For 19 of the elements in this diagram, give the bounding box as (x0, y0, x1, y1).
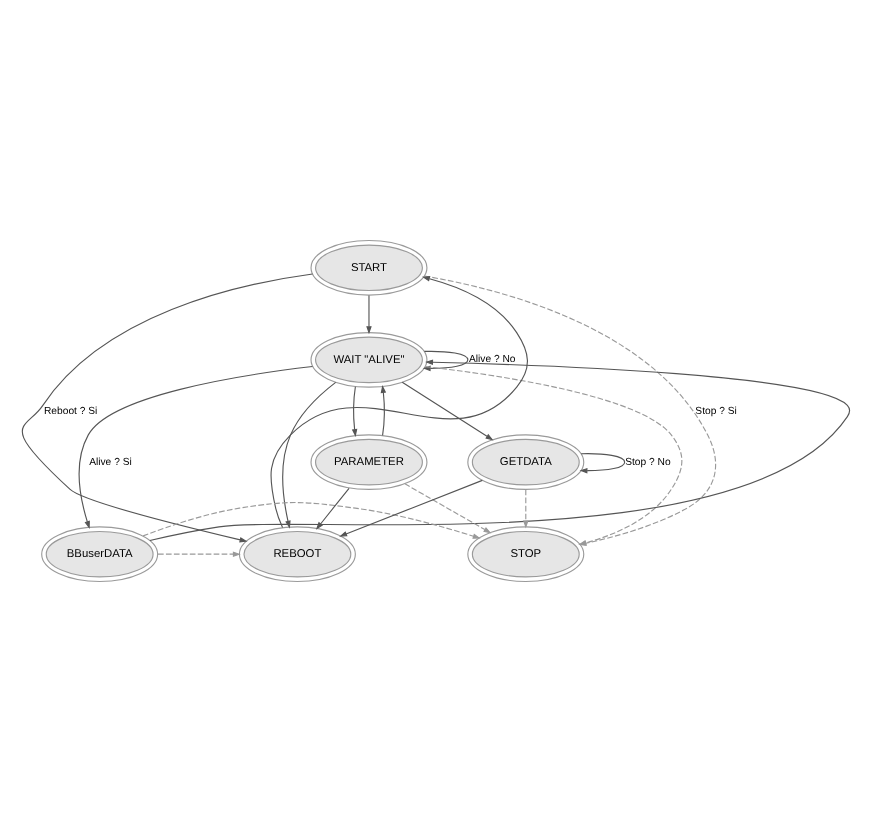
arrow (579, 452, 626, 473)
arrow (157, 550, 241, 556)
arrow (315, 486, 350, 529)
arrow (523, 488, 529, 528)
arrow (339, 478, 483, 536)
arrow (380, 384, 387, 435)
arrow (142, 501, 481, 538)
arrow (401, 380, 494, 440)
arrow (270, 275, 528, 528)
arrow (422, 349, 469, 371)
arrow (424, 274, 717, 545)
arrow (424, 365, 683, 545)
arrow (78, 364, 313, 528)
arrow (149, 358, 851, 541)
arrow (282, 380, 337, 528)
arrow (351, 385, 358, 437)
arrow (404, 482, 492, 533)
arrow (21, 272, 314, 542)
arrow (366, 293, 372, 334)
